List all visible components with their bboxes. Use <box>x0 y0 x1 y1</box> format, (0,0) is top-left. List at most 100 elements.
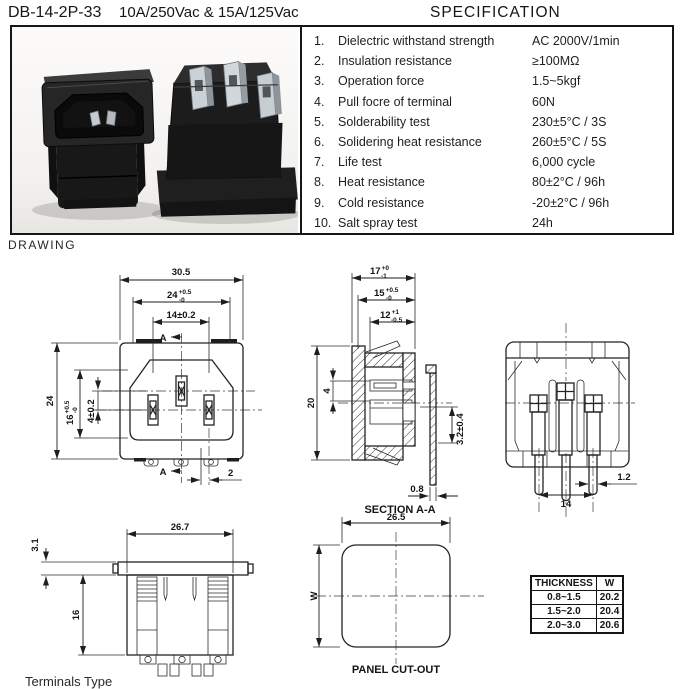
drawing-rear-view: 14 1.2 <box>505 323 637 518</box>
spec-num: 8. <box>314 175 325 190</box>
drawing-panel-cutout: 26.5 W PANEL CUT-OUT <box>310 512 484 676</box>
dim-bottom-height: 16 <box>71 610 82 621</box>
connector-rear-photo <box>156 60 298 217</box>
spec-label: Solidering heat resistance <box>338 134 482 149</box>
pin-photo <box>105 110 117 126</box>
cutout-centerlines <box>316 532 484 664</box>
bottom-terminal-feet <box>139 654 227 677</box>
spec-row: 10. Salt spray test 24h <box>314 213 672 233</box>
drawing-section-view: 17+0-1 15+0.5-0 12+1-0.5 20 4 3.2±0.4 0.… <box>306 265 466 516</box>
thickness-row: 1.5~2.0 20.4 <box>530 604 624 619</box>
drawing-bottom-view: 26.7 3.1 16 <box>30 522 254 677</box>
front-extension-lines <box>51 275 244 485</box>
spec-num: 2. <box>314 54 325 69</box>
spec-label: Heat resistance <box>338 175 425 190</box>
dim-flange-thickness: 0.8 <box>410 484 423 495</box>
thickness-table: THICKNESS W 0.8~1.5 20.2 1.5~2.0 20.4 2.… <box>530 575 625 634</box>
pin-photo <box>89 110 101 127</box>
spec-label: Insulation resistance <box>338 54 452 69</box>
section-body <box>351 345 437 486</box>
spec-value: 260±5°C / 5S <box>532 134 607 149</box>
cutout-dimension-lines <box>316 520 450 647</box>
section-details <box>365 340 416 466</box>
front-mount-ears <box>143 459 219 467</box>
rear-terminals <box>529 382 603 502</box>
bottom-extension-lines <box>41 529 234 656</box>
dim-cutout-width: 26.5 <box>387 512 406 523</box>
spec-value: AC 2000V/1min <box>532 34 620 48</box>
spec-num: 6. <box>314 134 325 149</box>
thickness-range: 2.0~3.0 <box>530 618 597 634</box>
front-dimension-lines <box>54 277 243 483</box>
page-title: SPECIFICATION <box>430 4 561 21</box>
w-value: 20.6 <box>595 618 624 634</box>
connector-front-photo <box>41 69 155 210</box>
dim-depth-overall: 17+0-1 <box>370 265 389 280</box>
dim-depth-flange: 15+0.5-0 <box>374 287 399 302</box>
spec-label: Pull focre of terminal <box>338 94 452 109</box>
bottom-details <box>136 576 229 656</box>
front-mount-tabs <box>134 339 239 462</box>
spec-num: 5. <box>314 114 325 129</box>
spec-value: 80±2°C / 96h <box>532 175 606 190</box>
dim-pin-edge: 2 <box>228 468 233 479</box>
thickness-range: 0.8~1.5 <box>530 590 597 605</box>
spec-value: -20±2°C / 96h <box>532 195 610 210</box>
dim-pin-offset: 4±0.2 <box>86 399 97 423</box>
spec-row: 8. Heat resistance 80±2°C / 96h <box>314 172 672 192</box>
w-value: 20.4 <box>595 604 624 619</box>
w-value: 20.2 <box>595 590 624 605</box>
spec-row: 9. Cold resistance -20±2°C / 96h <box>314 193 672 213</box>
spec-num: 7. <box>314 155 325 170</box>
spec-num: 1. <box>314 34 325 48</box>
dim-height: 24 <box>45 395 56 406</box>
dim-height-inner: 16+0.5-0 <box>64 400 79 425</box>
bottom-dimension-lines <box>43 531 233 655</box>
cutout-extension-lines <box>313 517 451 648</box>
dim-rear-pin-width: 1.2 <box>617 472 630 483</box>
section-label: SECTION A-A <box>364 504 435 516</box>
section-dimension-lines <box>314 275 458 499</box>
thickness-header-row: THICKNESS W <box>530 575 624 591</box>
cutout-label: PANEL CUT-OUT <box>352 664 440 676</box>
spec-value: 60N <box>532 94 555 109</box>
spec-label: Salt spray test <box>338 215 418 230</box>
section-letter-top: A <box>160 333 167 344</box>
dim-width-overall: 30.5 <box>172 267 191 278</box>
spec-value: ≥100MΩ <box>532 54 580 69</box>
drawing-section-label: DRAWING <box>8 238 77 252</box>
dim-panel-thickness: 3.2±0.4 <box>455 413 466 445</box>
spec-value: 1.5~5kgf <box>532 74 581 89</box>
spec-label: Cold resistance <box>338 195 425 210</box>
spec-num: 4. <box>314 94 325 109</box>
section-letter-bottom: A <box>160 467 167 478</box>
terminals-type-label: Terminals Type <box>25 674 113 689</box>
dim-rear-pin-span: 14 <box>561 499 572 510</box>
spec-value: 6,000 cycle <box>532 155 596 170</box>
thickness-header: THICKNESS <box>530 575 597 591</box>
cutout-outline <box>341 544 451 648</box>
spec-row: 6. Solidering heat resistance 260±5°C / 5S <box>314 132 672 152</box>
rear-extension-lines <box>588 471 637 489</box>
thickness-range: 1.5~2.0 <box>530 604 597 619</box>
thickness-row: 0.8~1.5 20.2 <box>530 590 624 605</box>
spec-num: 10. <box>314 215 332 230</box>
spec-label: Solderability test <box>338 114 430 129</box>
spec-value: 230±5°C / 3S <box>532 114 607 129</box>
spec-value: 24h <box>532 215 553 230</box>
thickness-row: 2.0~3.0 20.6 <box>530 618 624 634</box>
electrical-rating: 10A/250Vac & 15A/125Vac <box>119 4 299 21</box>
spec-num: 9. <box>314 195 325 210</box>
rear-dimension-lines <box>539 481 611 498</box>
dim-section-height: 20 <box>306 398 317 409</box>
front-view-outline <box>119 342 244 460</box>
rear-body-details <box>506 342 628 467</box>
dim-cutout-height: W <box>310 591 320 600</box>
model-number: DB-14-2P-33 <box>8 4 102 21</box>
w-header: W <box>595 575 624 591</box>
spec-num: 3. <box>314 74 325 89</box>
